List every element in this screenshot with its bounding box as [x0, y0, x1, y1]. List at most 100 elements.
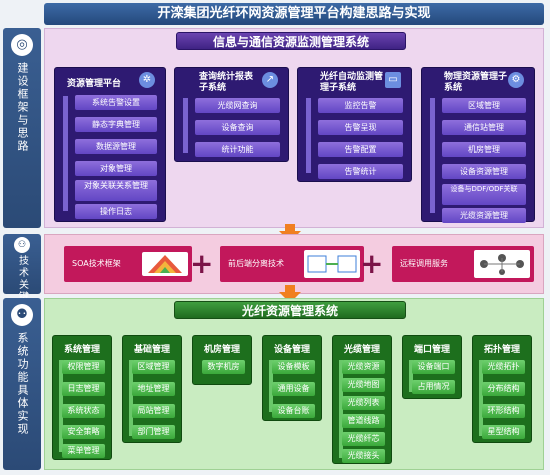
list-item[interactable]: 对象关联关系管理	[75, 180, 157, 201]
list-item[interactable]: 数字机房	[202, 360, 245, 374]
module-cable-mgmt: 光缆管理 光缆资源 光缆地图 光缆列表 管道线路 光缆纤芯 光缆接头	[332, 335, 392, 464]
module-connector	[430, 98, 435, 213]
list-item[interactable]: 静态字典管理	[75, 117, 157, 132]
list-item[interactable]: 系统状态	[62, 404, 105, 418]
list-item[interactable]: 设备查询	[195, 120, 280, 135]
list-item[interactable]: 系统告警设置	[75, 95, 157, 110]
module-connector	[479, 360, 483, 436]
down-arrow-icon	[279, 292, 301, 303]
list-item[interactable]: 地址管理	[132, 382, 175, 396]
monitor-icon: ▭	[385, 72, 401, 88]
list-item[interactable]: 局站管理	[132, 404, 175, 418]
module-connector	[306, 98, 311, 173]
user-group-icon: ⚉	[11, 304, 33, 326]
module-title: 系统管理	[63, 345, 100, 355]
list-item[interactable]: 对象管理	[75, 161, 157, 176]
target-icon: ◎	[11, 34, 33, 56]
module-connector	[63, 96, 68, 211]
module-base-mgmt: 基础管理 区域管理 地址管理 局站管理 部门管理	[122, 335, 182, 443]
module-title: 资源管理平台	[67, 79, 122, 89]
list-item[interactable]: 光缆资源管理	[442, 208, 526, 223]
chart-trend-icon: ↗	[262, 72, 278, 88]
framework-banner: 信息与通信资源监测管理系统	[176, 32, 406, 50]
list-item[interactable]: 通信站管理	[442, 120, 526, 135]
module-physical-resource: 物理资源管理子系统 ⚙ 区域管理 通信站管理 机房管理 设备资源管理 设备与DD…	[421, 67, 535, 223]
list-item[interactable]: 设备台账	[272, 404, 315, 418]
list-item[interactable]: 光缆纤芯	[342, 432, 385, 446]
list-item[interactable]: 区域管理	[442, 98, 526, 113]
tech-remote-call-label: 远程调用服务	[400, 259, 448, 268]
list-item[interactable]: 统计功能	[195, 142, 280, 157]
module-room-mgmt: 机房管理 数字机房	[192, 335, 252, 385]
module-system-mgmt: 系统管理 权限管理 日志管理 系统状态 安全策略 菜单管理	[52, 335, 112, 460]
network-icon	[474, 250, 530, 278]
module-connector	[339, 360, 343, 458]
module-title: 设备管理	[273, 345, 310, 355]
list-item[interactable]: 光缆拓扑	[482, 360, 525, 374]
module-title: 机房管理	[203, 345, 240, 355]
module-title: 物理资源管理子系统	[444, 72, 508, 93]
module-title: 查询统计报表子系统	[199, 72, 254, 93]
module-title: 光纤自动监测管理子系统	[320, 72, 384, 93]
list-item[interactable]: 设备与DDF/ODF关联	[442, 184, 526, 205]
flow-arrow-stem	[285, 285, 295, 293]
list-item[interactable]: 区域管理	[132, 360, 175, 374]
tech-separation-label: 前后端分离技术	[228, 259, 284, 268]
left-label-tech-text: 技术关键	[16, 255, 28, 303]
list-item[interactable]: 部门管理	[132, 425, 175, 439]
function-banner: 光纤资源管理系统	[174, 301, 406, 319]
pyramid-icon	[142, 252, 188, 276]
list-item[interactable]: 分布结构	[482, 382, 525, 396]
tech-soa-label: SOA技术框架	[72, 259, 121, 268]
gear-icon: ⚙	[508, 72, 524, 88]
plus-icon: +	[190, 247, 214, 280]
architecture-icon	[304, 250, 360, 278]
list-item[interactable]: 通用设备	[272, 382, 315, 396]
module-fiber-monitor: 光纤自动监测管理子系统 ▭ 监控告警 告警呈现 告警配置 告警统计	[297, 67, 412, 182]
list-item[interactable]: 告警统计	[318, 164, 403, 179]
list-item[interactable]: 星型结构	[482, 425, 525, 439]
list-item[interactable]: 管道线路	[342, 414, 385, 428]
list-item[interactable]: 操作日志	[75, 204, 157, 219]
sparkle-cluster-icon: ✲	[139, 72, 155, 88]
module-title: 拓扑管理	[483, 345, 520, 355]
page-title: 开滦集团光纤环网资源管理平台构建思路与实现	[44, 3, 544, 25]
list-item[interactable]: 告警配置	[318, 142, 403, 157]
list-item[interactable]: 环形结构	[482, 404, 525, 418]
tech-separation: 前后端分离技术	[220, 246, 364, 282]
module-connector	[59, 360, 63, 452]
list-item[interactable]: 光缆资源	[342, 360, 385, 374]
module-connector	[183, 98, 188, 153]
list-item[interactable]: 菜单管理	[62, 444, 105, 458]
list-item[interactable]: 占用情况	[412, 380, 455, 394]
tech-remote-call: 远程调用服务	[392, 246, 534, 282]
people-icon: ⚇	[14, 237, 30, 253]
list-item[interactable]: 日志管理	[62, 382, 105, 396]
module-port-mgmt: 端口管理 设备端口 占用情况	[402, 335, 462, 399]
list-item[interactable]: 设备端口	[412, 360, 455, 374]
module-query-report: 查询统计报表子系统 ↗ 光缆网查询 设备查询 统计功能	[174, 67, 289, 162]
list-item[interactable]: 告警呈现	[318, 120, 403, 135]
module-resource-platform: 资源管理平台 ✲ 系统告警设置 静态字典管理 数据源管理 对象管理 对象关联关系…	[54, 67, 166, 222]
left-label-framework: ◎ 建设框架与思路	[3, 28, 41, 228]
list-item[interactable]: 数据源管理	[75, 139, 157, 154]
list-item[interactable]: 光缆列表	[342, 396, 385, 410]
module-title: 端口管理	[413, 345, 450, 355]
list-item[interactable]: 权限管理	[62, 360, 105, 374]
list-item[interactable]: 光缆网查询	[195, 98, 280, 113]
list-item[interactable]: 监控告警	[318, 98, 403, 113]
list-item[interactable]: 光缆接头	[342, 449, 385, 463]
left-label-tech: ⚇ 技术关键	[3, 234, 41, 303]
module-connector	[129, 360, 133, 436]
list-item[interactable]: 设备资源管理	[442, 164, 526, 179]
left-label-function-text: 系统功能具体实现	[16, 332, 29, 436]
module-connector	[409, 360, 413, 392]
list-item[interactable]: 光缆地图	[342, 378, 385, 392]
list-item[interactable]: 设备模板	[272, 360, 315, 374]
list-item[interactable]: 安全策略	[62, 425, 105, 439]
list-item[interactable]: 机房管理	[442, 142, 526, 157]
module-title: 基础管理	[133, 345, 170, 355]
module-connector	[269, 360, 273, 412]
left-label-function: ⚉ 系统功能具体实现	[3, 298, 41, 470]
module-topology-mgmt: 拓扑管理 光缆拓扑 分布结构 环形结构 星型结构	[472, 335, 532, 443]
